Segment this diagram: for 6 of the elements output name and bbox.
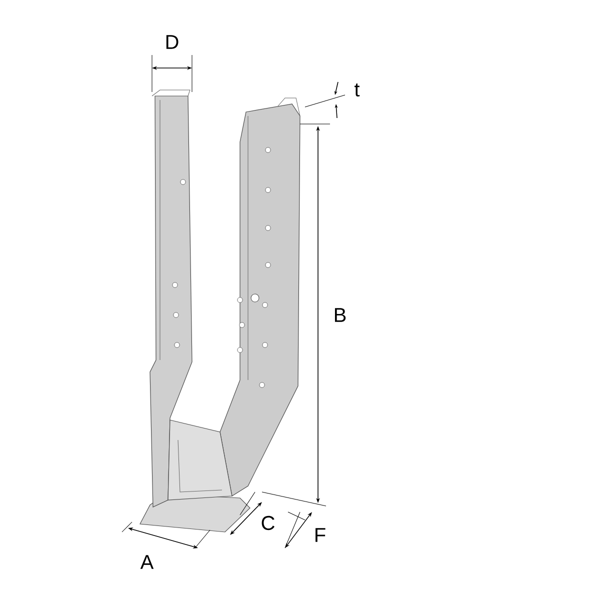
dimension-label: C (262, 516, 274, 530)
dimension-label: F (316, 528, 326, 542)
dimension-label: t (354, 83, 360, 97)
dimension-label: A (140, 555, 154, 569)
dimension-label: D (166, 35, 178, 49)
dimension-label: B (334, 308, 346, 322)
